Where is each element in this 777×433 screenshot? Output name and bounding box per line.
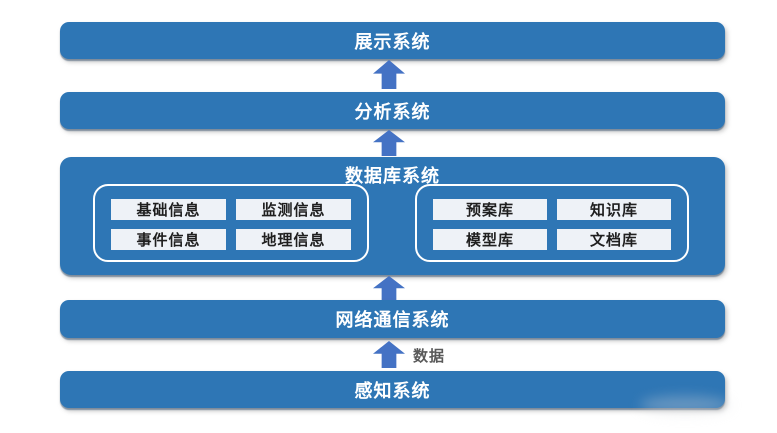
chip-event-info: 事件信息 [111, 229, 226, 250]
up-arrow-icon [373, 130, 405, 156]
layer-display-label: 展示系统 [354, 31, 431, 52]
up-arrow-icon [373, 341, 405, 368]
watermark-smudge [640, 396, 730, 414]
chip-geo-info: 地理信息 [236, 229, 351, 250]
chip-monitor-info: 监测信息 [236, 199, 351, 220]
layer-analysis-bar: 分析系统 [60, 92, 725, 129]
chip-basic-info: 基础信息 [111, 199, 226, 220]
layer-display-bar: 展示系统 [60, 22, 725, 59]
layer-analysis-label: 分析系统 [354, 101, 431, 122]
layer-perception-bar: 感知系统 [60, 371, 725, 408]
up-arrow-icon [373, 276, 405, 302]
chip-document-library: 文档库 [557, 229, 671, 250]
data-flow-label: 数据 [413, 348, 446, 365]
layer-database-box: 数据库系统 基础信息 监测信息 事件信息 地理信息 预案库 知识库 模型库 文档… [60, 157, 725, 275]
layer-network-label: 网络通信系统 [335, 310, 450, 330]
chip-model-library: 模型库 [433, 229, 547, 250]
chip-knowledge-library: 知识库 [557, 199, 671, 220]
layer-network-bar: 网络通信系统 [60, 300, 725, 338]
chip-plan-library: 预案库 [433, 199, 547, 220]
up-arrow-icon [373, 60, 405, 89]
layer-perception-label: 感知系统 [354, 380, 431, 401]
database-library-group: 预案库 知识库 模型库 文档库 [415, 184, 689, 262]
database-info-group: 基础信息 监测信息 事件信息 地理信息 [93, 184, 369, 262]
layer-database-label: 数据库系统 [345, 166, 440, 186]
